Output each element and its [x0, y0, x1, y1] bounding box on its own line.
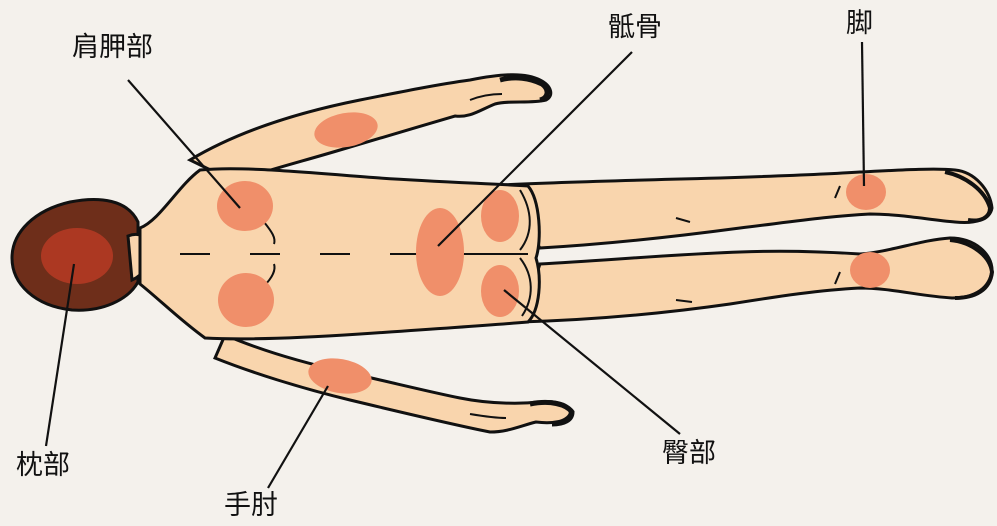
label-elbow: 手肘 [224, 492, 278, 519]
label-sacrum: 骶骨 [608, 14, 662, 41]
sacrum-area [416, 208, 464, 296]
torso [140, 169, 539, 339]
lower-heel-area [850, 252, 890, 288]
upper-heel-area [846, 174, 886, 210]
label-heel: 脚 [846, 10, 873, 37]
lower-buttock-area [481, 265, 519, 317]
label-occiput: 枕部 [16, 452, 70, 479]
lower-shoulder-blade-area [218, 273, 274, 327]
label-shoulder-blade: 肩胛部 [72, 34, 153, 61]
occiput-area [41, 228, 113, 284]
upper-shoulder-blade-area [217, 181, 273, 231]
label-buttock: 臀部 [662, 440, 716, 467]
